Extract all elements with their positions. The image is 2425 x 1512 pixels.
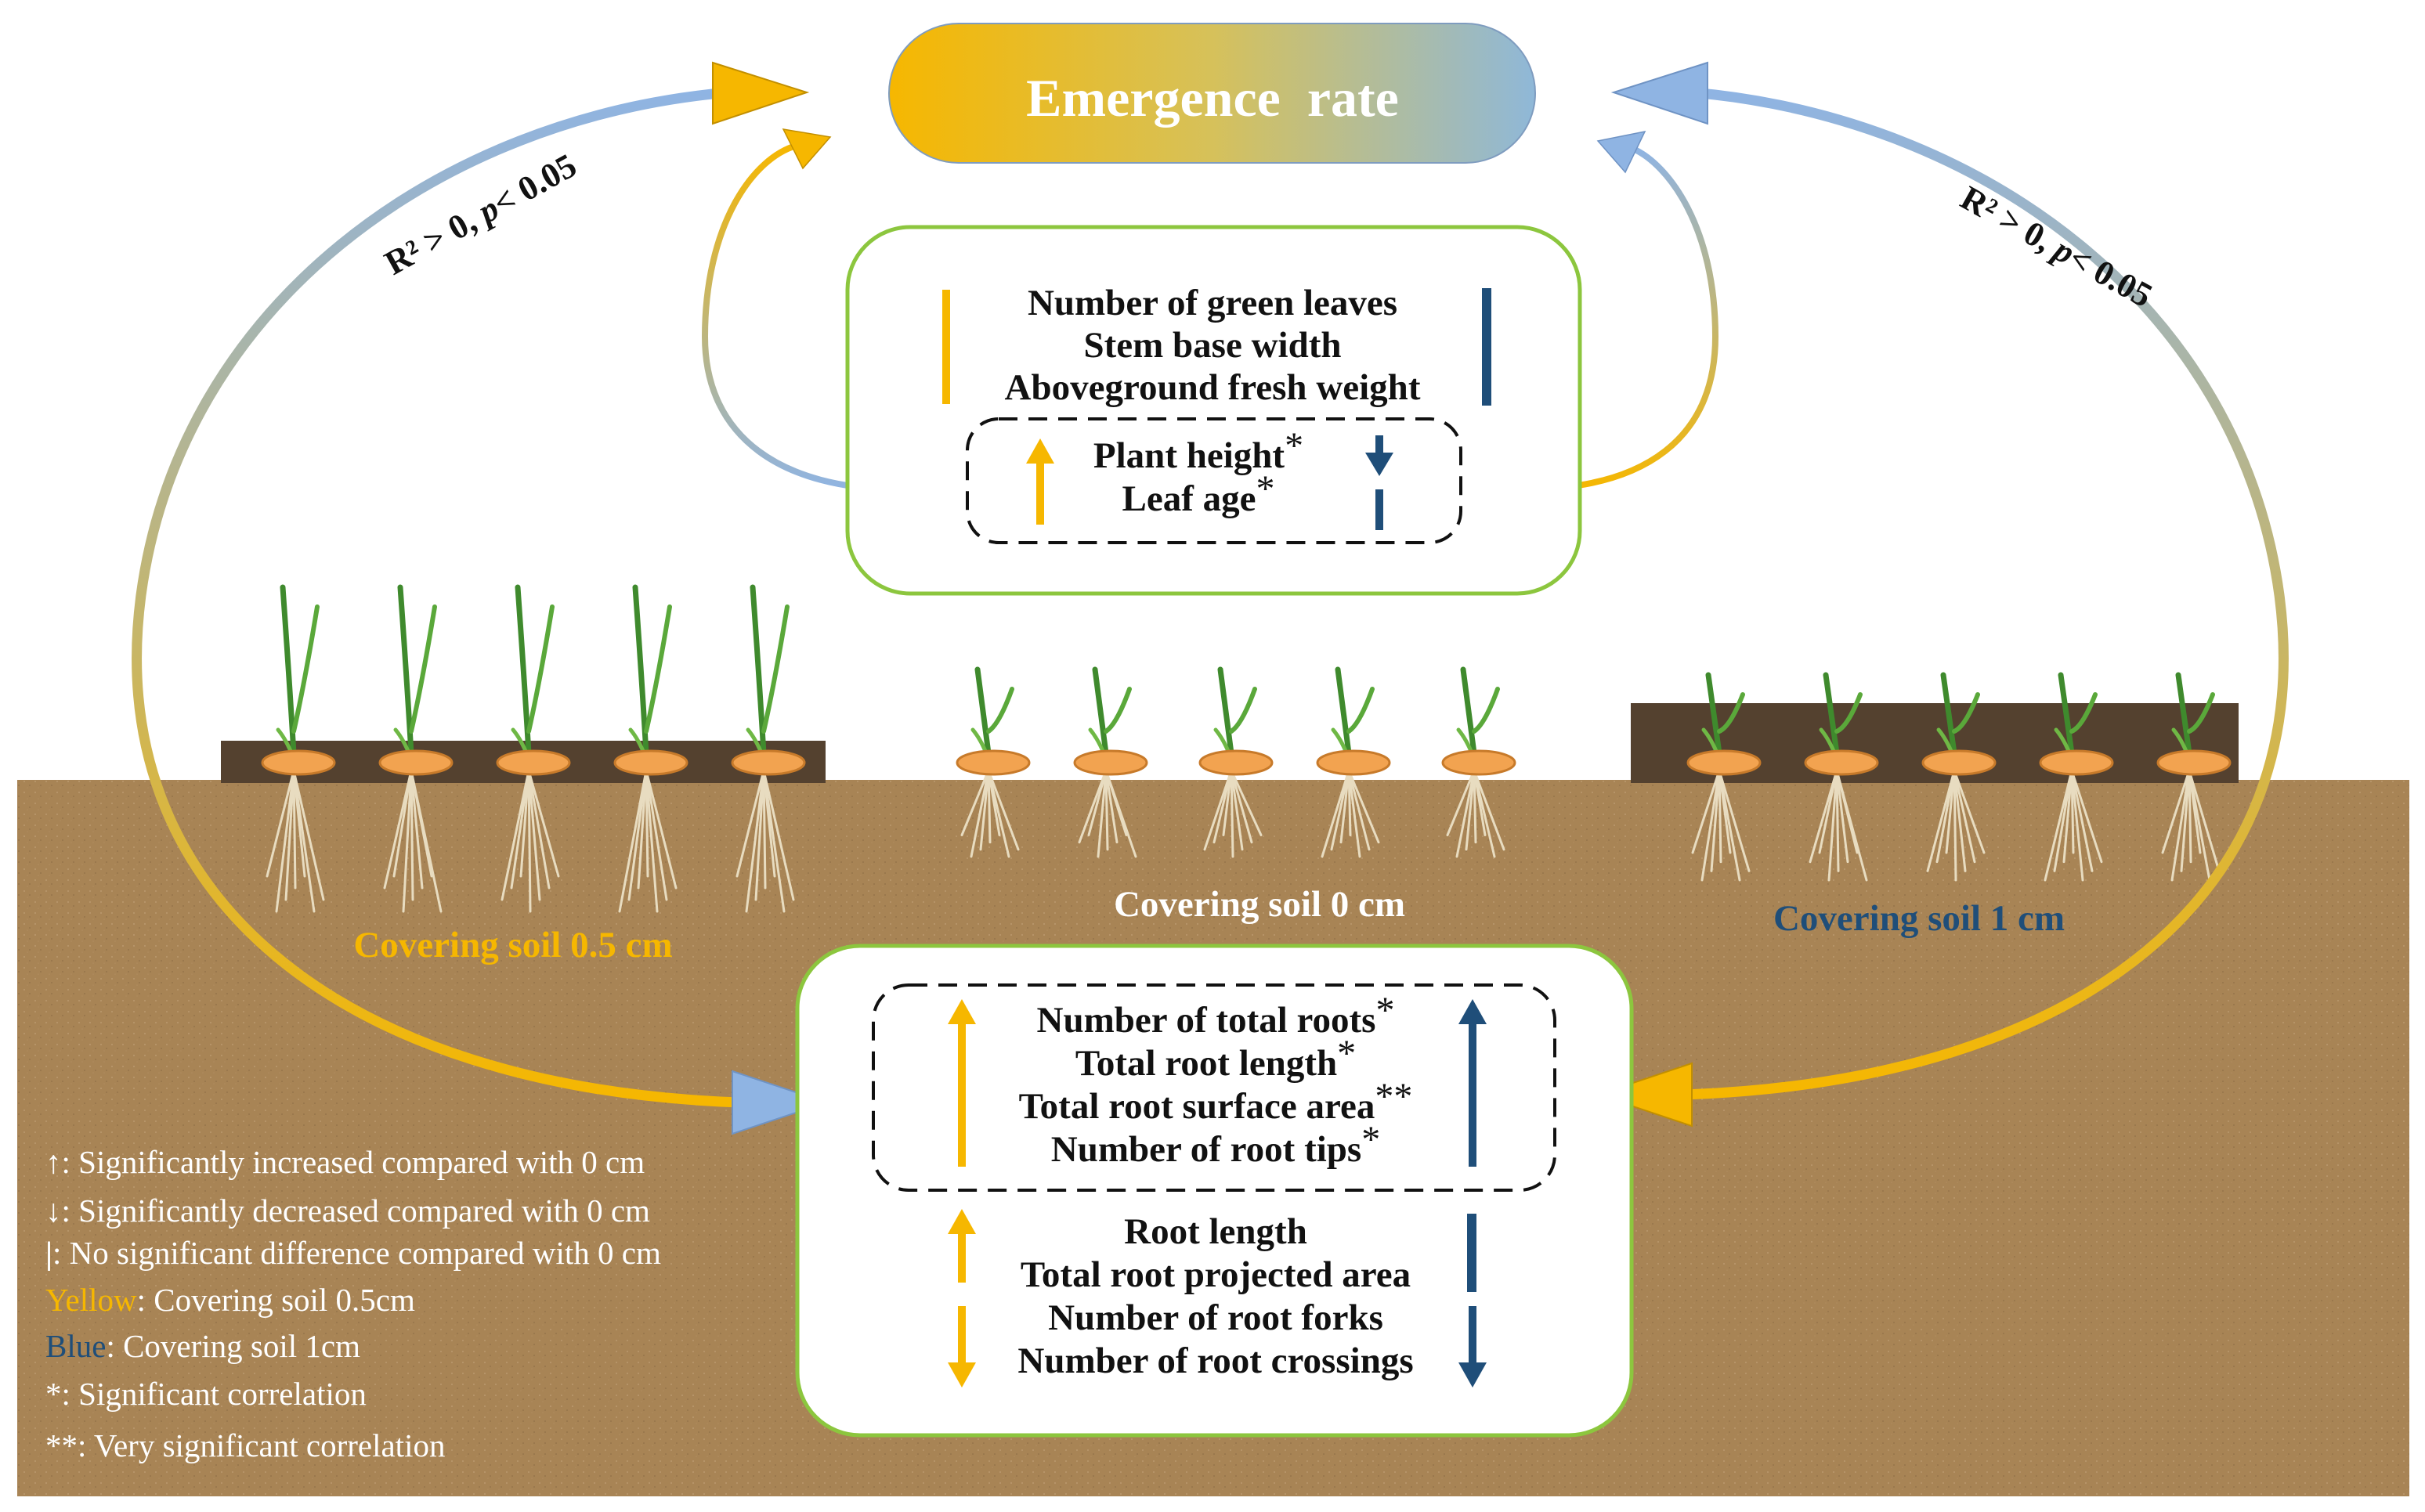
legend: ↑: Significantly increased compared with…: [45, 1144, 661, 1463]
bar-shoot-blue: [1482, 288, 1491, 406]
title-text: Emergence rate: [1026, 68, 1399, 128]
legend-item-increase: ↑: Significantly increased compared with…: [45, 1144, 645, 1180]
arc-left-outer: [132, 87, 746, 1108]
root-trait-projected-area: Total root projected area: [1021, 1254, 1411, 1295]
shoot-trait-leaf-age: Leaf age*: [1122, 468, 1275, 519]
seedling: [1921, 672, 1997, 882]
arrowhead-right-bottom: [1595, 1062, 1693, 1128]
shoot-trait-fresh-weight: Aboveground fresh weight: [1005, 367, 1421, 408]
arrowhead-left-inner-top: [782, 128, 832, 170]
up-arrow-blue-root-shaft: [1469, 1016, 1476, 1167]
seedling: [496, 584, 571, 913]
root-significant-box: [872, 983, 1556, 1192]
shoot-trait-plant-height: Plant height*: [1093, 425, 1303, 476]
title-pill: [888, 23, 1536, 164]
root-trait-root-crossings: Number of root crossings: [1017, 1341, 1413, 1381]
arc-left-inner: [701, 142, 904, 493]
up-arrow-yellow-root2-shaft: [958, 1228, 966, 1283]
treatment-label-right: Covering soil 1 cm: [1773, 898, 2065, 939]
bar-blue-root2: [1467, 1214, 1476, 1292]
arrowhead-right-inner-top: [1596, 130, 1646, 174]
seedling: [731, 584, 806, 913]
seedling: [1316, 666, 1391, 858]
shoot-trait-green-leaves: Number of green leaves: [1028, 283, 1397, 323]
seedlings: [261, 584, 2232, 913]
up-arrow-yellow-root-icon: [948, 999, 976, 1024]
arrowhead-right-top: [1610, 61, 1708, 125]
bar-blue-shoot-leaf-age: [1375, 489, 1383, 530]
stat-label-left: R² > 0, p< 0.05: [378, 146, 583, 282]
legend-item-very-significant: **: Very significant correlation: [45, 1427, 445, 1463]
root-trait-surface-area: Total root surface area**: [1019, 1076, 1413, 1127]
root-trait-root-forks: Number of root forks: [1048, 1297, 1383, 1338]
stat-label-right: R² > 0, p< 0.05: [1954, 179, 2159, 315]
up-arrow-yellow-root2-icon: [948, 1209, 976, 1234]
root-trait-root-tips: Number of root tips*: [1051, 1119, 1380, 1170]
treatment-label-middle: Covering soil 0 cm: [1114, 884, 1405, 925]
seedling: [1073, 666, 1148, 858]
arc-right-outer: [1679, 87, 2289, 1100]
legend-item-no-difference: |: No significant difference compared wi…: [45, 1235, 661, 1271]
arrowhead-left-bottom: [732, 1070, 829, 1135]
seedling: [2156, 672, 2232, 882]
seedling: [1198, 666, 1274, 858]
shoot-trait-stem-base-width: Stem base width: [1083, 325, 1341, 366]
seedling: [613, 584, 688, 913]
down-arrow-yellow-root2-shaft: [958, 1306, 966, 1369]
legend-item-significant: *: Significant correlation: [45, 1376, 367, 1412]
seedling: [1686, 672, 1762, 882]
shoot-traits-box: [845, 225, 1582, 596]
seedling: [1804, 672, 1879, 882]
arrowhead-left-top: [712, 61, 810, 125]
seedling: [261, 584, 336, 913]
down-arrow-yellow-root2-icon: [948, 1362, 976, 1388]
up-arrow-yellow-shoot-icon: [1026, 438, 1054, 464]
up-arrow-yellow-root-shaft: [958, 1016, 966, 1167]
treatment-label-left: Covering soil 0.5 cm: [353, 925, 672, 965]
up-arrow-blue-root-icon: [1458, 999, 1487, 1024]
up-arrow-yellow-shoot-shaft: [1036, 458, 1044, 525]
seedling: [378, 584, 454, 913]
legend-item-yellow: Yellow: Covering soil 0.5cm: [45, 1282, 415, 1318]
seedling: [2039, 672, 2114, 882]
down-arrow-blue-shoot-shaft: [1375, 435, 1383, 459]
legend-item-blue: Blue: Covering soil 1cm: [45, 1328, 360, 1364]
down-arrow-blue-root2-icon: [1458, 1362, 1487, 1388]
down-arrow-blue-root2-shaft: [1469, 1306, 1476, 1369]
shoot-significant-box: [966, 417, 1462, 544]
down-arrow-blue-shoot-icon: [1365, 453, 1393, 476]
arc-right-inner: [1520, 146, 1719, 493]
root-trait-total-root-length: Total root length*: [1075, 1033, 1356, 1084]
seedling: [956, 666, 1031, 858]
bar-shoot-yellow: [942, 290, 950, 404]
root-trait-total-roots: Number of total roots*: [1037, 990, 1395, 1041]
legend-item-decrease: ↓: Significantly decreased compared with…: [45, 1193, 650, 1229]
seedling: [1441, 666, 1516, 858]
root-trait-root-length: Root length: [1124, 1211, 1307, 1252]
